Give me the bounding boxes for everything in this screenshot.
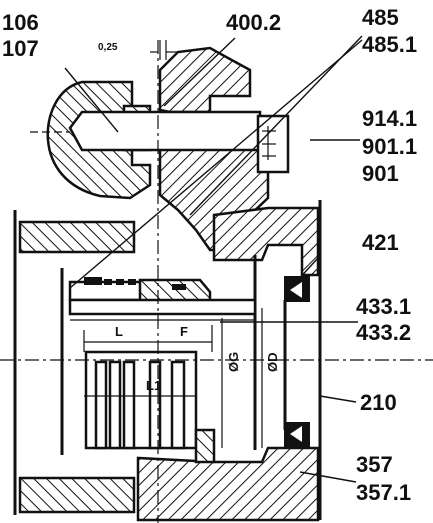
dim-dd-label: ØD xyxy=(265,353,280,373)
callout-357-1: 357.1 xyxy=(356,480,411,505)
callout-107: 107 xyxy=(2,36,39,61)
center-lines xyxy=(0,40,433,523)
o-ring-421-lower xyxy=(284,422,310,448)
bolt-914-1 xyxy=(30,110,290,174)
callout-400-2: 400.2 xyxy=(226,10,281,35)
casing-left-upper xyxy=(18,220,136,254)
callout-901-1: 901.1 xyxy=(362,134,417,159)
leader-lines xyxy=(64,35,363,483)
dimension-lines xyxy=(83,40,263,448)
callout-485: 485 xyxy=(362,5,399,30)
casing-left-lower xyxy=(18,476,136,514)
dim-dg-label: ØG xyxy=(226,352,241,372)
dim-l1-label: L1 xyxy=(146,378,161,393)
seal-assembly xyxy=(68,277,257,321)
callout-106: 106 xyxy=(2,10,39,35)
spring-pack xyxy=(84,350,216,464)
casing-right-upper xyxy=(212,206,320,277)
dim-l-label: L xyxy=(115,324,123,339)
dim-gap-label: 0,25 xyxy=(98,42,118,53)
callout-433-2: 433.2 xyxy=(356,320,411,345)
dim-f-label: F xyxy=(180,324,188,339)
callout-421: 421 xyxy=(362,230,399,255)
casing-right-lower xyxy=(136,446,320,522)
callout-901: 901 xyxy=(362,161,399,186)
callout-914-1: 914.1 xyxy=(362,106,417,131)
callout-485-1: 485.1 xyxy=(362,32,417,57)
callout-210: 210 xyxy=(360,390,397,415)
callout-357: 357 xyxy=(356,452,393,477)
callout-433-1: 433.1 xyxy=(356,294,411,319)
